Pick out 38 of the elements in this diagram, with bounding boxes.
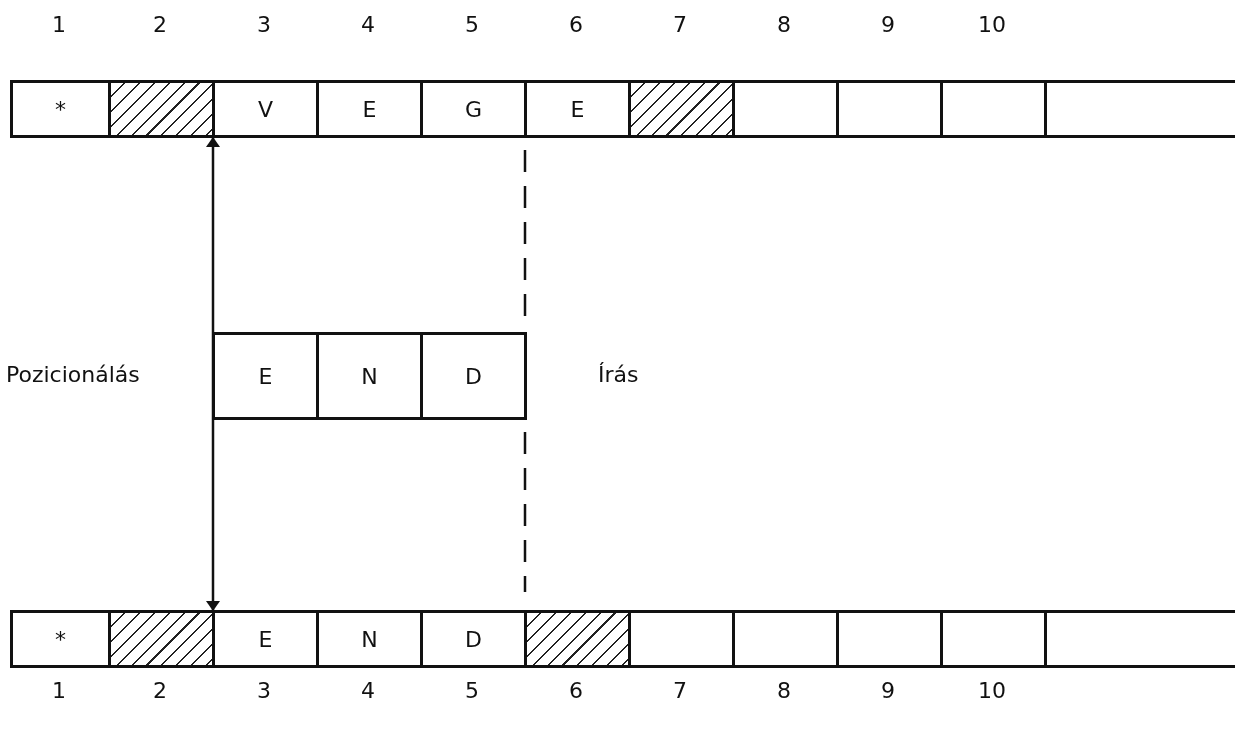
cell-number: 8 [776, 678, 792, 703]
side-label: Írás [598, 362, 639, 387]
cell-number: 10 [977, 12, 1007, 37]
letter-cell: D [420, 332, 527, 420]
cell-number: 7 [672, 678, 688, 703]
letter-cell: * [10, 610, 111, 668]
letter-cell: E [212, 610, 319, 668]
cell-number: 5 [464, 678, 480, 703]
cell-number: 2 [152, 12, 168, 37]
cell-number: 5 [464, 12, 480, 37]
cell-number: 2 [152, 678, 168, 703]
cell-number: 9 [880, 12, 896, 37]
cell-number: 1 [51, 678, 67, 703]
cell-number: 9 [880, 678, 896, 703]
letter-cell: N [316, 610, 423, 668]
cell-number: 3 [256, 678, 272, 703]
hatched-cell [524, 610, 631, 668]
letter-cell: N [316, 332, 423, 420]
letter-cell: D [420, 610, 527, 668]
letter-cell: E [316, 80, 423, 138]
cell-number: 4 [360, 678, 376, 703]
letter-cell: E [524, 80, 631, 138]
hatched-cell [628, 80, 735, 138]
cell-number: 8 [776, 12, 792, 37]
cell-number: 7 [672, 12, 688, 37]
letter-cell: E [212, 332, 319, 420]
side-label: Pozicionálás [6, 362, 140, 387]
cell-number: 6 [568, 678, 584, 703]
letter-cell: V [212, 80, 319, 138]
cell-number: 10 [977, 678, 1007, 703]
hatched-cell [108, 610, 215, 668]
cell-number: 4 [360, 12, 376, 37]
hatched-cell [108, 80, 215, 138]
cell-number: 6 [568, 12, 584, 37]
letter-cell: G [420, 80, 527, 138]
cell-number: 3 [256, 12, 272, 37]
cell-number: 1 [51, 12, 67, 37]
letter-cell: * [10, 80, 111, 138]
